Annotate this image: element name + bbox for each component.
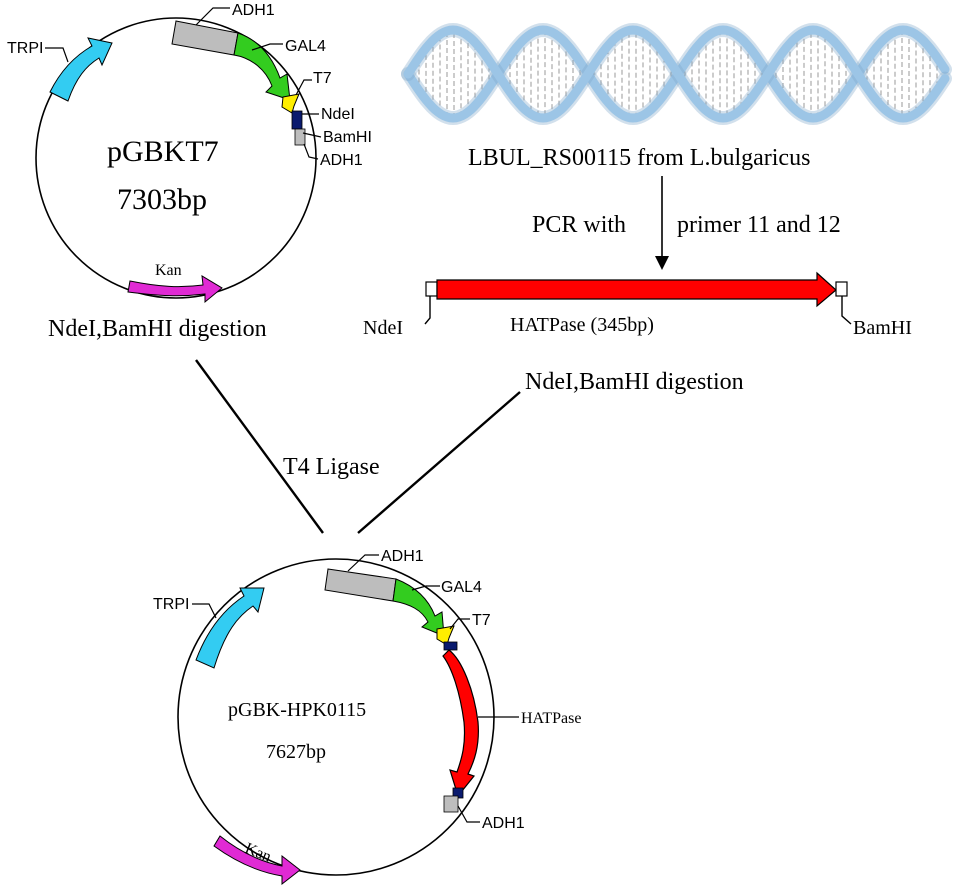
leader-adh1-a <box>195 7 230 26</box>
ligase-label: T4 Ligase <box>283 454 380 480</box>
leader-trpi-b <box>192 603 217 619</box>
hatpase-insert: NdeI BamHI HATPase (345bp) NdeI,BamHI di… <box>363 271 912 395</box>
feature-t7-b <box>436 625 455 646</box>
insert-site-right: BamHI <box>853 317 912 339</box>
feature-gal4-b <box>392 578 445 637</box>
leader-t7-b <box>449 618 470 630</box>
feature-adh1-promoter <box>171 20 239 56</box>
pcr-label-right: primer 11 and 12 <box>677 212 841 238</box>
plasmid-size-top: 7303bp <box>117 183 207 216</box>
feature-adh1-promoter-b <box>324 568 397 602</box>
feature-trpi <box>49 37 113 102</box>
plasmid-size-bottom: 7627bp <box>266 741 326 763</box>
digestion-label-vector: NdeI,BamHI digestion <box>48 316 267 342</box>
insert-arrow <box>436 271 837 308</box>
insert-site-left: NdeI <box>363 317 403 339</box>
leader-adh1-b <box>303 143 319 160</box>
feature-trpi-b <box>195 587 265 669</box>
label-adh1-a: ADH1 <box>232 2 275 19</box>
label-adh1-b-b: ADH1 <box>482 815 525 832</box>
pcr-arrow-head <box>655 256 669 270</box>
label-kan: Kan <box>155 262 182 279</box>
leader-t7 <box>295 79 312 96</box>
feature-ndei-bamhi-site <box>291 110 303 130</box>
helix-strand-b <box>403 25 950 123</box>
leader-gal4-b <box>411 585 440 591</box>
dna-helix-image <box>401 22 952 126</box>
leader-trpi <box>45 47 69 63</box>
feature-site-b1 <box>443 641 458 651</box>
insert-label: HATPase (345bp) <box>510 314 654 336</box>
leader-insert-ndei <box>424 296 431 325</box>
label-adh1-a-b: ADH1 <box>381 548 424 565</box>
leader-adh1-b-b <box>457 805 480 823</box>
label-trpi: TRPI <box>7 40 43 57</box>
label-gal4: GAL4 <box>285 38 326 55</box>
leader-insert-bamhi <box>841 296 852 325</box>
plasmid-name-bottom: pGBK-HPK0115 <box>228 699 366 721</box>
label-bamhi: BamHI <box>323 129 372 146</box>
label-ndei: NdeI <box>321 106 355 123</box>
ligation-line-insert <box>357 391 521 534</box>
feature-adh1-terminator <box>294 128 306 146</box>
label-gal4-b: GAL4 <box>441 579 482 596</box>
leader-gal4 <box>251 43 283 51</box>
source-gene-label: LBUL_RS00115 from L.bulgaricus <box>468 145 810 171</box>
plasmid-pgbk-hpk0115: ADH1 GAL4 T7 HATPase ADH1 TRPI Kan pGBK-… <box>153 548 581 886</box>
feature-adh1-terminator-b <box>443 795 459 813</box>
digestion-label-insert: NdeI,BamHI digestion <box>525 369 744 395</box>
label-hatpase: HATPase <box>521 710 581 727</box>
leader-bamhi <box>302 132 322 138</box>
insert-end-left <box>425 281 438 297</box>
feature-kan <box>127 275 223 304</box>
pcr-label-left: PCR with <box>532 212 626 238</box>
label-t7: T7 <box>313 70 332 87</box>
label-adh1-b: ADH1 <box>320 152 363 169</box>
plasmid-name-top: pGBKT7 <box>107 135 219 168</box>
leader-adh1-a-b <box>347 554 379 572</box>
feature-hatpase <box>442 649 479 798</box>
plasmid-pgbkt7: ADH1 GAL4 T7 NdeI BamHI ADH1 TRPI Kan pG… <box>7 2 372 342</box>
feature-t7 <box>281 93 300 114</box>
feature-kan-b <box>213 835 301 886</box>
insert-end-right <box>835 281 848 297</box>
label-trpi-b: TRPI <box>153 596 189 613</box>
ligation-line-vector <box>195 359 324 534</box>
label-t7-b: T7 <box>472 612 491 629</box>
